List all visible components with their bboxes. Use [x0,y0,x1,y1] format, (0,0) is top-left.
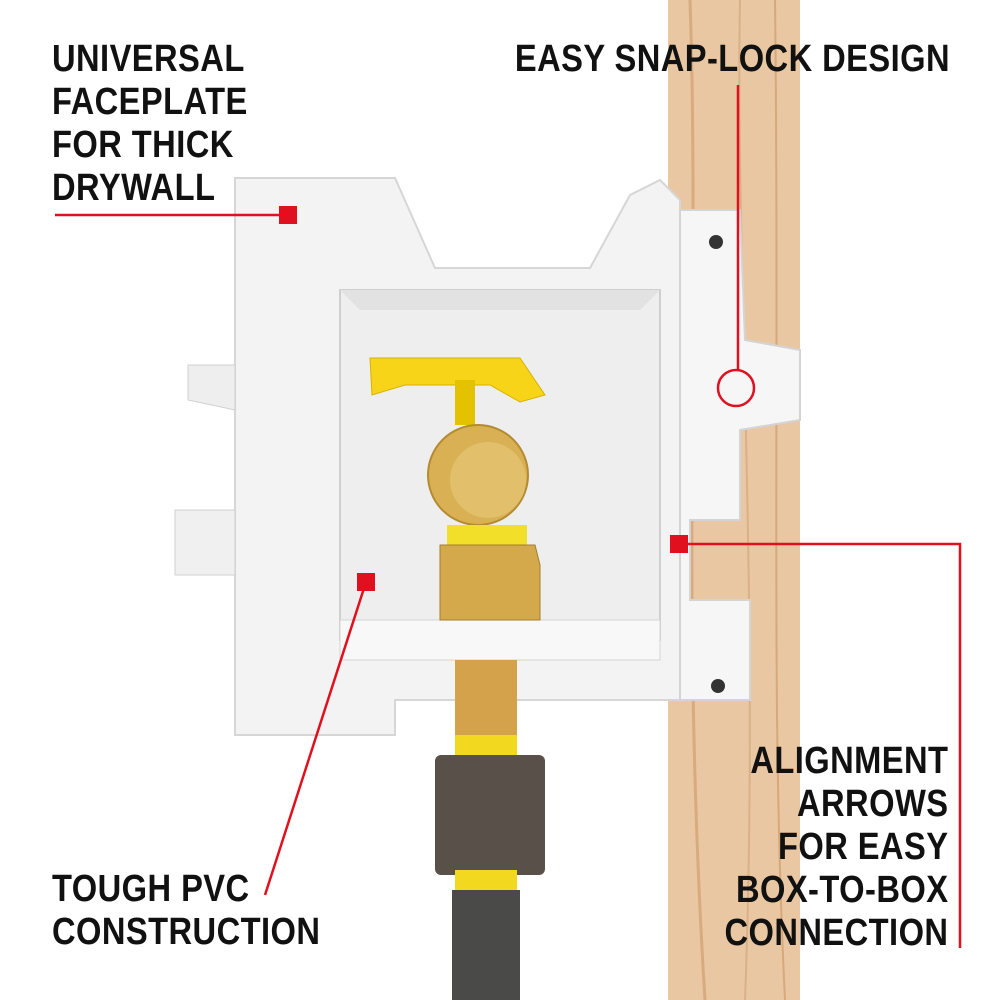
callout-line: DRYWALL [52,167,216,209]
faceplate-callout: UNIVERSAL FACEPLATE FOR THICK DRYWALL [52,38,248,210]
callout-line: FOR EASY [777,826,948,868]
callout-line: FOR THICK [52,124,234,166]
callout-line: CONSTRUCTION [52,911,321,953]
alignment-leader-line [680,542,962,948]
callout-line: ALIGNMENT [749,740,948,782]
alignment-callout: ALIGNMENT ARROWS FOR EASY BOX-TO-BOX CON… [724,740,948,955]
callout-line: CONNECTION [724,912,948,954]
callout-line: ARROWS [796,783,948,825]
ball-valve [369,357,546,621]
callout-line: FACEPLATE [52,81,248,123]
callout-lines [55,85,962,948]
faceplate-marker [279,206,297,224]
pipe [435,660,545,1000]
alignment-marker [670,535,688,553]
pvc-callout: TOUGH PVC CONSTRUCTION [52,868,320,954]
pvc-marker [357,573,375,591]
pvc-leader-line [263,581,368,896]
callout-line: TOUGH PVC [52,868,250,910]
snap-lock-highlight-circle [716,368,756,408]
callout-line: EASY SNAP-LOCK DESIGN [514,38,950,80]
callout-line: UNIVERSAL [52,38,245,80]
callout-line: BOX-TO-BOX [735,869,948,911]
snap-lock-callout: EASY SNAP-LOCK DESIGN [515,38,950,81]
